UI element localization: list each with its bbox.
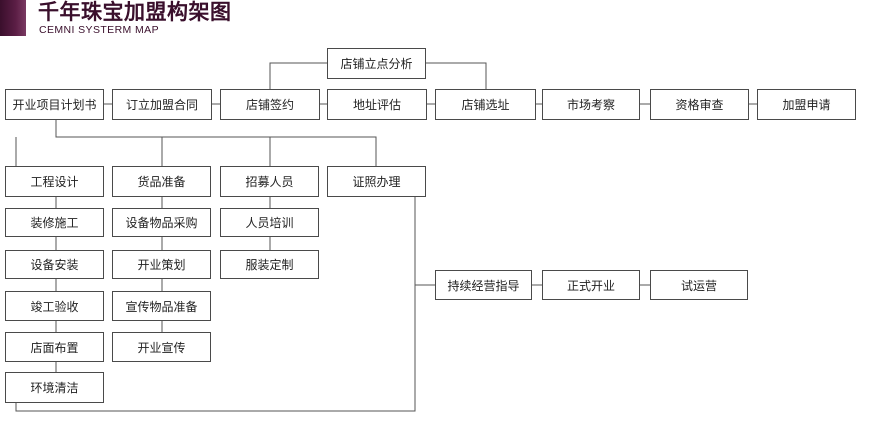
node-opening-plan: 开业策划: [112, 250, 211, 279]
node-store-selection: 店铺选址: [435, 89, 536, 120]
node-store-signing: 店铺签约: [220, 89, 320, 120]
header-accent-bar: [0, 0, 26, 36]
node-sign-contract: 订立加盟合同: [112, 89, 212, 120]
node-goods-prep: 货品准备: [112, 166, 211, 197]
node-env-cleaning: 环境清洁: [5, 372, 104, 403]
node-market-survey: 市场考察: [542, 89, 640, 120]
node-license-process: 证照办理: [327, 166, 426, 197]
node-equipment-purchase: 设备物品采购: [112, 208, 211, 237]
node-completion-check: 竣工验收: [5, 291, 104, 321]
node-decoration: 装修施工: [5, 208, 104, 237]
node-promo-materials: 宣传物品准备: [112, 291, 211, 321]
node-recruit-staff: 招募人员: [220, 166, 319, 197]
connector-row1-row2: [15, 120, 377, 166]
node-qualification-review: 资格审查: [650, 89, 749, 120]
node-site-analysis: 店铺立点分析: [327, 48, 426, 79]
node-formal-opening: 正式开业: [542, 270, 640, 300]
node-engineering-design: 工程设计: [5, 166, 104, 197]
node-franchise-apply: 加盟申请: [757, 89, 856, 120]
node-address-eval: 地址评估: [327, 89, 427, 120]
node-ongoing-guidance: 持续经营指导: [435, 270, 532, 300]
page-subtitle: CEMNI SYSTERM MAP: [39, 24, 159, 36]
node-trial-operation: 试运营: [650, 270, 748, 300]
node-opening-promo: 开业宣传: [112, 332, 211, 362]
connector-bottom-loop: [15, 197, 435, 412]
node-business-plan: 开业项目计划书: [5, 89, 104, 120]
node-equipment-install: 设备安装: [5, 250, 104, 279]
node-uniform-custom: 服装定制: [220, 250, 319, 279]
node-store-layout: 店面布置: [5, 332, 104, 362]
page-title: 千年珠宝加盟构架图: [38, 0, 232, 24]
node-staff-training: 人员培训: [220, 208, 319, 237]
